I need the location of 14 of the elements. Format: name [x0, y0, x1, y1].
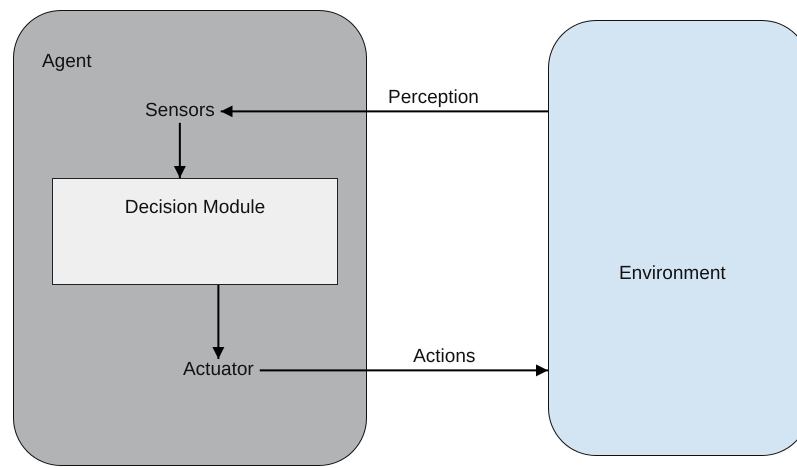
arrow [174, 122, 186, 178]
agent-panel [13, 10, 367, 466]
node-label: Sensors [145, 100, 215, 121]
arrow [212, 285, 224, 359]
edge-label: Actions [413, 346, 476, 370]
process-box [52, 178, 338, 285]
panel-title: Agent [42, 51, 92, 74]
arrow [260, 364, 548, 376]
node-label: Actuator [183, 359, 254, 380]
environment-panel [548, 20, 797, 456]
edge-label: Perception [388, 88, 479, 110]
panel-title: Environment [619, 263, 726, 286]
box-title: Decision Module [124, 197, 266, 220]
arrow [220, 105, 548, 118]
